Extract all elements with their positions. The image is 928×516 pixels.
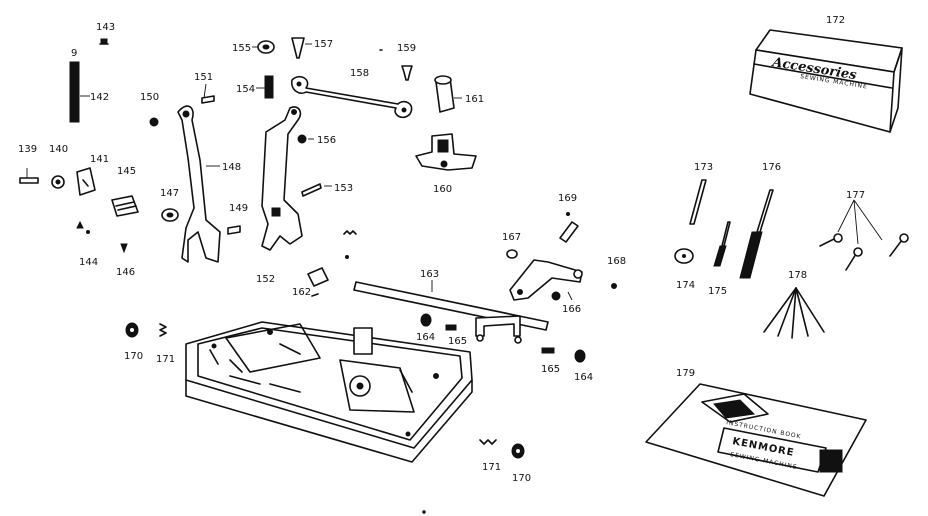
part-shaft-fork [475,315,522,344]
part-160-bracket [415,133,477,171]
part-177-screws [819,199,909,271]
part-144-pin [76,220,90,234]
part-167-nut [506,249,518,259]
label-177: 177 [846,190,865,201]
part-170-nut-bottom [511,443,525,459]
part-178-needles [763,287,825,339]
part-152-arm [261,106,303,251]
part-154-pin [256,75,274,99]
label-143: 143 [96,22,115,33]
label-149: 149 [229,203,248,214]
label-156: 156 [317,135,336,146]
label-165b: 165 [541,364,560,375]
label-170a: 170 [124,351,143,362]
label-178: 178 [788,270,807,281]
part-151-screw [201,83,215,104]
label-179: 179 [676,368,695,379]
label-157: 157 [314,39,333,50]
label-152: 152 [256,274,275,285]
part-172-accessory-box: Accessories SEWING MACHINE [749,29,903,133]
part-142-rod [69,61,90,123]
label-160: 160 [433,184,452,195]
part-146-screw [120,243,128,254]
label-169: 169 [558,193,577,204]
part-159-screw [379,49,413,81]
label-165a: 165 [448,336,467,347]
label-141: 141 [90,154,109,165]
label-154: 154 [236,84,255,95]
part-164-nut-mid [420,313,432,327]
label-164a: 164 [416,332,435,343]
part-153-screw [301,183,332,197]
part-171-spring-left [159,323,167,337]
label-144: 144 [79,257,98,268]
part-147-bushing [161,208,179,222]
label-166: 166 [562,304,581,315]
label-173: 173 [694,162,713,173]
part-148-lever [177,105,221,263]
part-141-bracket [76,167,96,196]
part-171-spring-bottom [479,439,497,445]
part-165-screw-mid [445,324,457,331]
part-174-disc [674,248,694,264]
part-158-wrench [290,75,413,119]
speck [422,510,426,514]
label-142: 142 [90,92,109,103]
label-174: 174 [676,280,695,291]
part-small-spring [343,230,357,259]
part-169-clip [559,212,579,243]
part-149-screw [227,225,241,235]
part-150-nut [149,117,159,127]
label-171b: 171 [482,462,501,473]
label-167: 167 [502,232,521,243]
part-176-screwdriver-large [739,189,774,279]
part-165-screw-right [541,347,555,354]
label-151: 151 [194,72,213,83]
label-150: 150 [140,92,159,103]
part-179-instruction-book: KENMORE SEWING MACHINE INSTRUCTION BOOK [645,383,867,497]
label-139: 139 [18,144,37,155]
label-170b: 170 [512,473,531,484]
part-168-screw [611,283,617,289]
label-146: 146 [116,267,135,278]
part-145-plate [111,195,139,217]
part-156-washer [297,134,314,144]
label-176: 176 [762,162,781,173]
label-155: 155 [232,43,251,54]
part-base-plate [185,321,473,463]
label-175: 175 [708,286,727,297]
part-164-nut-right [574,349,586,363]
part-143-screw [99,38,109,45]
label-162: 162 [292,287,311,298]
part-155-nut [252,40,275,54]
part-170-nut-left [125,322,139,338]
label-164b: 164 [574,372,593,383]
label-163: 163 [420,269,439,280]
label-147: 147 [160,188,179,199]
label-168: 168 [607,256,626,267]
label-172: 172 [826,15,845,26]
part-173-pin [689,179,707,225]
part-162-bushing [307,267,329,297]
label-140: 140 [49,144,68,155]
part-157-screw [291,37,312,59]
label-9: 9 [71,48,77,59]
part-139-stud [19,168,39,184]
label-159: 159 [397,43,416,54]
label-171a: 171 [156,354,175,365]
label-153: 153 [334,183,353,194]
label-145: 145 [117,166,136,177]
part-161-spool [434,75,462,113]
label-158: 158 [350,68,369,79]
part-140-washer [51,175,65,189]
part-166-link [509,259,583,301]
label-161: 161 [465,94,484,105]
label-148: 148 [222,162,241,173]
part-175-screwdriver-small [713,221,731,267]
